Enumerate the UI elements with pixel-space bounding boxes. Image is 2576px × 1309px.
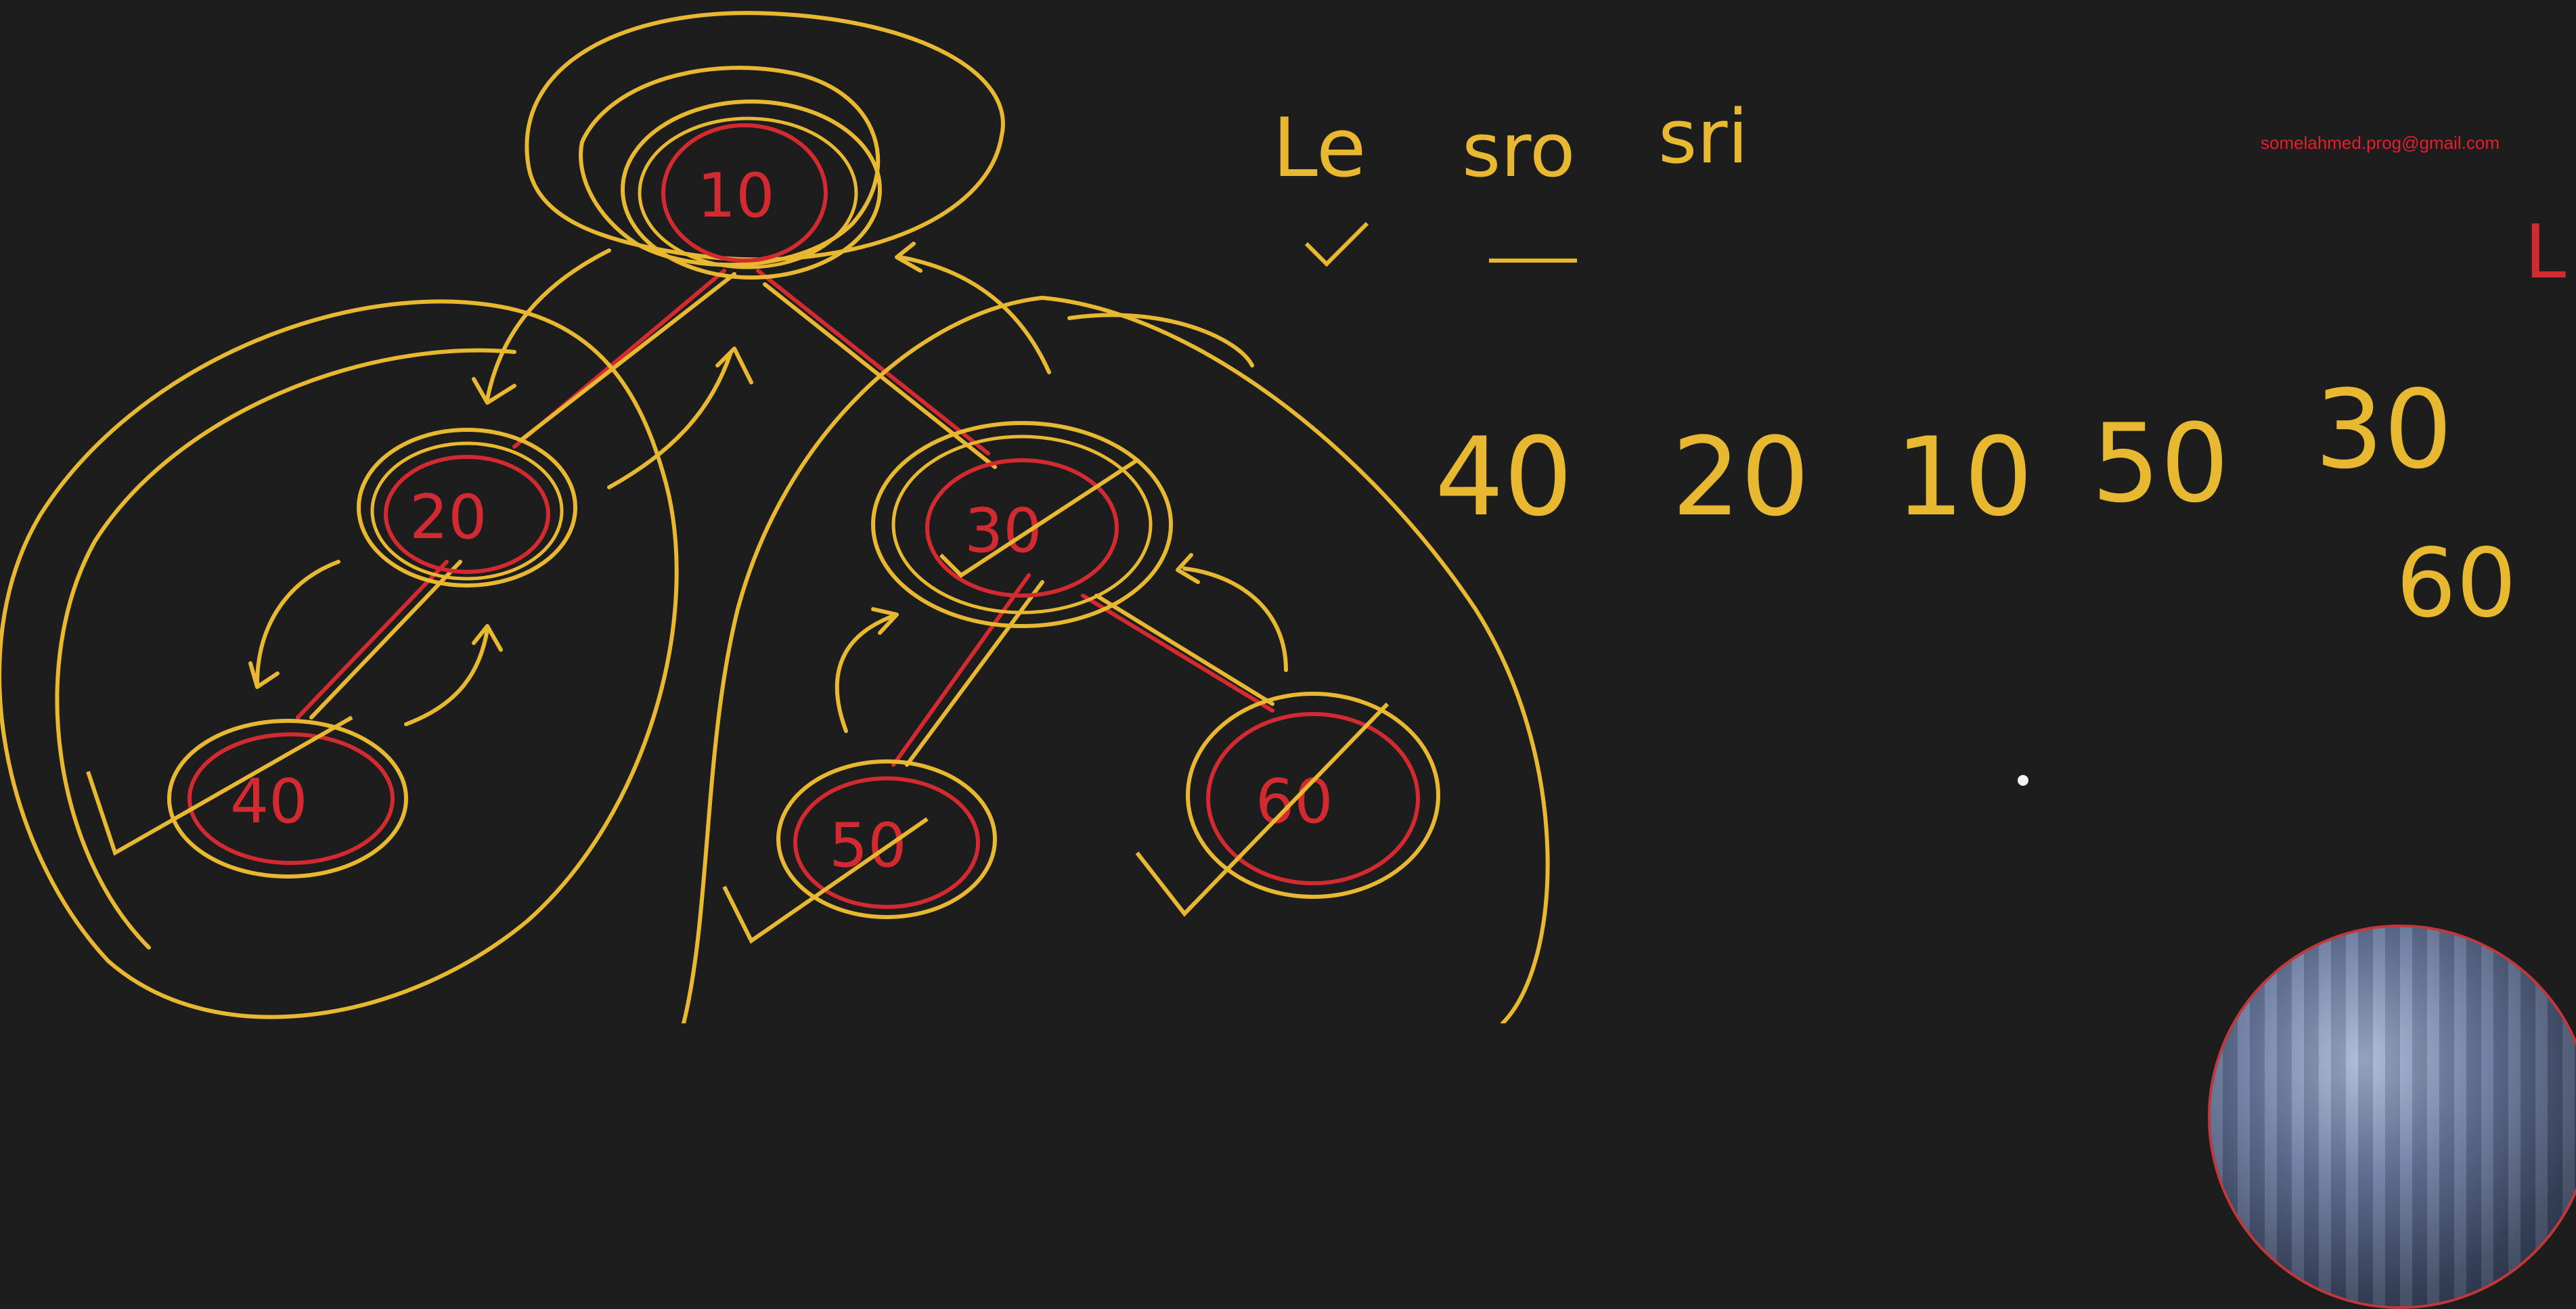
- edge-trace-20-40: [309, 560, 462, 719]
- cursor-dot: [2018, 775, 2028, 786]
- arrow-60-to-30: [1182, 567, 1288, 672]
- node-40-label: 40: [230, 766, 308, 837]
- note-sri: sri: [1658, 93, 1748, 180]
- sequence-item-2: 20: [1672, 414, 1810, 540]
- subtree-loops: [0, 11, 1550, 1023]
- traversal-notes: Le sro sri 40 20 10 50 30 60 L: [1272, 93, 2566, 639]
- arrow-head-a: [472, 377, 516, 405]
- email-watermark: somelahmed.prog@gmail.com: [2261, 133, 2500, 153]
- arrow-head-f: [871, 607, 899, 635]
- loop-left-subtree-2: [55, 348, 516, 950]
- edge-30-50: [891, 573, 1031, 767]
- sequence-item-5: 30: [2315, 366, 2453, 493]
- note-check: [1304, 221, 1369, 267]
- node-40: 40: [86, 715, 408, 879]
- loop-right-subtree: [1040, 296, 1550, 1023]
- partial-red-char: L: [2525, 208, 2566, 295]
- whiteboard-canvas: 10 20 40 30 50 60 Le sro sri: [0, 11, 2566, 1023]
- arrow-head-e: [895, 242, 923, 273]
- arrow-40-to-20: [404, 627, 489, 726]
- arrow-head-c: [248, 661, 280, 689]
- edge-trace-10-20: [519, 272, 736, 442]
- arrow-20-to-40: [255, 560, 340, 686]
- arrow-head-b: [715, 347, 753, 384]
- arrow-30-to-10: [898, 255, 1051, 374]
- arrow-head-g: [1176, 553, 1200, 584]
- node-40-checkmark: [86, 715, 353, 856]
- node-10-label: 10: [697, 160, 775, 231]
- arrow-30-to-50: [835, 614, 895, 733]
- node-20-label: 20: [409, 482, 487, 553]
- edge-trace-30-60: [1094, 594, 1274, 706]
- node-60-checkmark: [1135, 702, 1390, 917]
- edge-10-30: [756, 269, 990, 456]
- loop-right-subtree-3: [1067, 313, 1254, 368]
- note-le: Le: [1272, 102, 1367, 196]
- arrow-20-to-10: [607, 350, 733, 489]
- node-50: 50: [722, 759, 997, 944]
- node-60: 60: [1135, 692, 1440, 917]
- loop-right-subtree-2: [682, 296, 1044, 1023]
- sequence-item-1: 40: [1435, 414, 1573, 540]
- node-20: 20: [357, 428, 577, 587]
- traversal-arrows: [248, 242, 1288, 733]
- node-50-checkmark: [722, 817, 929, 944]
- webcam-overlay: [2208, 925, 2576, 1309]
- sequence-item-4: 50: [2091, 400, 2229, 527]
- node-50-label: 50: [829, 810, 907, 881]
- node-30: 30: [871, 421, 1173, 628]
- node-10: 10: [621, 99, 882, 280]
- node-30-checkmark: [939, 458, 1138, 578]
- edge-30-60: [1081, 594, 1274, 713]
- loop-left-subtree: [0, 299, 679, 1019]
- edge-20-40: [296, 560, 449, 719]
- sequence-item-3: 10: [1895, 414, 2033, 540]
- edge-trace-30-50: [905, 580, 1044, 767]
- note-sro: sro: [1462, 107, 1575, 194]
- arrow-10-to-20: [485, 248, 611, 401]
- sequence-item-6: 60: [2396, 529, 2516, 639]
- loop-root-inner: [579, 66, 881, 267]
- arrow-head-d: [472, 624, 503, 652]
